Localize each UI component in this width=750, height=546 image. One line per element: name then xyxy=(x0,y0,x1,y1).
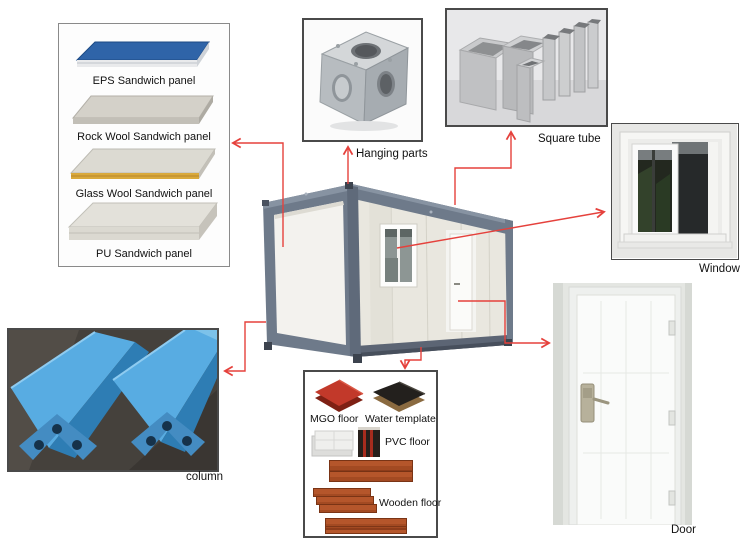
hanging-parts-box xyxy=(302,18,423,142)
mgo-floor-image xyxy=(315,379,364,412)
arrow-to-window xyxy=(396,207,606,249)
window-label: Window xyxy=(699,263,740,275)
sandwich-panels-box: EPS Sandwich panel Rock Wool Sandwich pa… xyxy=(58,23,230,267)
pvc-floor-light-image xyxy=(311,430,354,457)
water-template-image xyxy=(373,381,426,412)
container-house-illustration xyxy=(262,182,513,363)
window-box xyxy=(611,123,739,260)
hanging-parts-label: Hanging parts xyxy=(356,148,428,160)
wooden-plank-wide-image xyxy=(329,460,413,482)
eps-panel-image xyxy=(75,41,210,67)
arrow-to-column xyxy=(223,321,266,377)
column-box xyxy=(7,328,219,472)
door-label: Door xyxy=(671,524,696,536)
glasswool-panel-image xyxy=(69,148,216,180)
hanging-parts-photo xyxy=(304,20,421,140)
square-tube-label: Square tube xyxy=(538,133,601,145)
glasswool-panel-label: Glass Wool Sandwich panel xyxy=(75,188,213,201)
arrow-to-sandwich-panels xyxy=(231,137,284,247)
glasswool-panel-item: Glass Wool Sandwich panel xyxy=(67,143,221,200)
arrow-to-square-tube xyxy=(454,130,517,205)
pvc-floor-label: PVC floor xyxy=(385,436,430,448)
rockwool-panel-image xyxy=(71,95,214,125)
eps-panel-label: EPS Sandwich panel xyxy=(92,74,196,87)
rockwool-panel-label: Rock Wool Sandwich panel xyxy=(77,131,211,144)
sandwich-panels-list: EPS Sandwich panel Rock Wool Sandwich pa… xyxy=(59,24,229,266)
square-tube-box xyxy=(445,8,608,127)
water-template-label: Water template xyxy=(365,413,436,425)
mgo-floor-label: MGO floor xyxy=(310,413,359,425)
arrow-to-floor xyxy=(399,347,422,370)
floor-box: MGO floor Water template PVC floor Woode… xyxy=(303,370,442,538)
rockwool-panel-item: Rock Wool Sandwich panel xyxy=(67,87,221,144)
column-label: column xyxy=(186,471,224,483)
square-tube-photo xyxy=(447,10,606,125)
wooden-plank-bottom-image xyxy=(325,518,407,534)
pu-panel-label: PU Sandwich panel xyxy=(95,248,192,261)
arrow-to-door xyxy=(458,300,551,349)
wooden-plank-stack-image xyxy=(319,504,377,513)
pvc-floor-dark-image xyxy=(358,427,380,457)
eps-panel-item: EPS Sandwich panel xyxy=(67,30,221,87)
pu-panel-item: PU Sandwich panel xyxy=(67,200,221,260)
pu-panel-image xyxy=(67,202,218,241)
window-photo xyxy=(612,124,737,258)
column-photo xyxy=(9,330,217,470)
door-photo xyxy=(553,283,692,525)
door-image xyxy=(553,283,692,525)
wooden-floor-label: Wooden floor xyxy=(379,497,442,509)
